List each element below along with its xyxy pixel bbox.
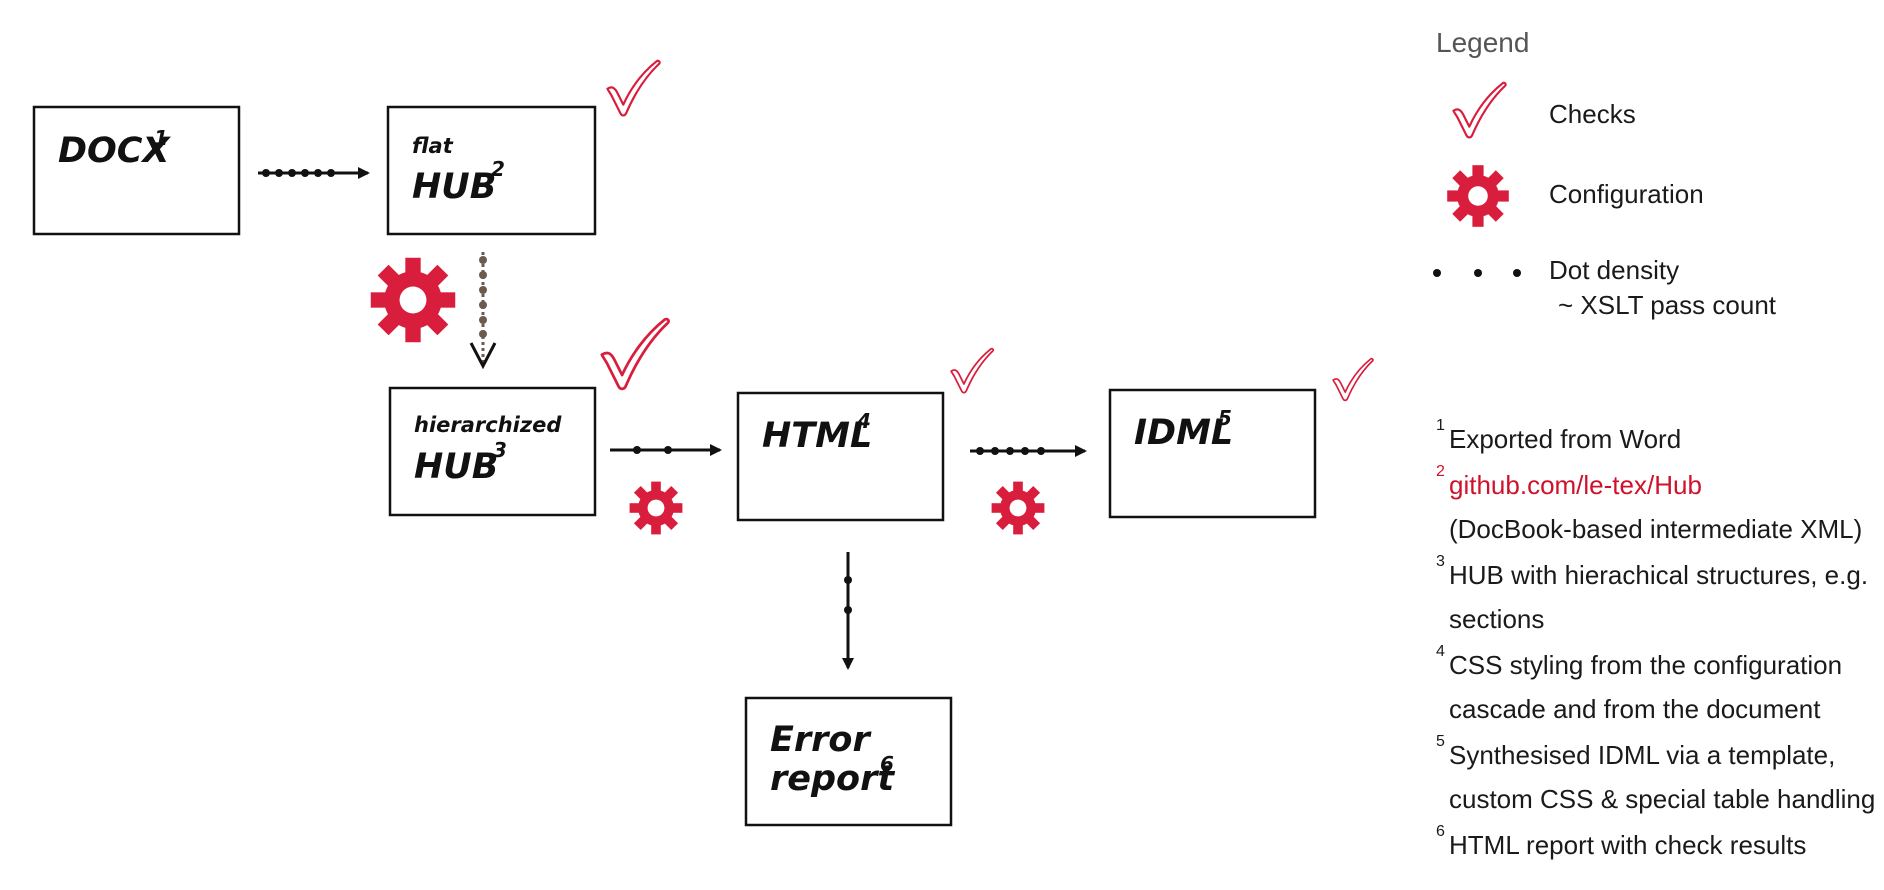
checkmark-icon xyxy=(1452,81,1507,139)
footnote-4-line1: CSS styling from the configuration xyxy=(1449,650,1842,680)
error-report-sup: 6 xyxy=(880,752,894,776)
gear-icon xyxy=(370,257,456,343)
legend-title: Legend xyxy=(1436,27,1529,58)
idml-label: IDML xyxy=(1134,413,1233,453)
footnote-3-num: 3 xyxy=(1436,553,1445,570)
flat-hub-prefix: flat xyxy=(412,134,454,158)
footnote-2-text: (DocBook-based intermediate XML) xyxy=(1449,514,1862,544)
docx-sup: 1 xyxy=(154,126,168,150)
html-node: HTML 4 xyxy=(736,391,945,522)
hier-hub-sup: 3 xyxy=(493,438,507,462)
footnote-1-text: Exported from Word xyxy=(1449,424,1681,454)
docx-node: DOCX 1 xyxy=(32,105,241,236)
hier-hub-prefix: hierarchized xyxy=(414,413,562,437)
dots-icon xyxy=(1433,269,1521,277)
hier-hub-label: HUB xyxy=(414,447,498,487)
gear-icon xyxy=(991,481,1045,535)
arrow-docx-to-flat-hub xyxy=(258,167,370,179)
footnote-1-num: 1 xyxy=(1436,417,1445,434)
footnote-5-num: 5 xyxy=(1436,733,1445,750)
flat-hub-node: flat HUB 2 xyxy=(386,105,597,236)
legend: Legend Checks Configuration Dot density … xyxy=(1433,27,1777,320)
footnote-5-line2: custom CSS & special table handling xyxy=(1449,784,1875,814)
flat-hub-label: HUB xyxy=(412,167,496,207)
checkmark-icon xyxy=(606,59,661,117)
gear-icon xyxy=(1447,165,1509,227)
footnote-3-line1: HUB with hierachical structures, e.g. xyxy=(1449,560,1868,590)
docx-label: DOCX xyxy=(58,131,171,171)
html-label: HTML xyxy=(762,416,872,456)
idml-node: IDML 5 xyxy=(1108,388,1317,519)
checkmark-icon xyxy=(600,317,670,391)
hierarchized-hub-node: hierarchized HUB 3 xyxy=(388,386,597,517)
error-report-line2: report xyxy=(770,759,895,799)
footnote-6-num: 6 xyxy=(1436,823,1445,840)
footnote-3-line2: sections xyxy=(1449,604,1544,634)
flat-hub-sup: 2 xyxy=(491,157,505,181)
legend-item-configuration: Configuration xyxy=(1549,179,1704,209)
legend-item-dot-density: Dot density xyxy=(1549,255,1679,285)
footnote-4-line2: cascade and from the document xyxy=(1449,694,1821,724)
legend-item-checks: Checks xyxy=(1549,99,1636,129)
footnote-4-num: 4 xyxy=(1436,643,1445,660)
footnote-2-link[interactable]: github.com/le-tex/Hub xyxy=(1449,470,1702,500)
footnote-2-num: 2 xyxy=(1436,463,1445,480)
gear-icon xyxy=(629,481,683,535)
arrow-flat-to-hierarchized-hub xyxy=(469,252,497,370)
checkmark-icon xyxy=(1332,357,1374,402)
html-sup: 4 xyxy=(856,409,871,433)
error-report-node: Error report 6 xyxy=(744,696,953,827)
arrow-hierarchized-to-html xyxy=(610,444,722,456)
footnote-5-line1: Synthesised IDML via a template, xyxy=(1449,740,1835,770)
idml-sup: 5 xyxy=(1218,406,1232,430)
footnotes: 1 Exported from Word 2 github.com/le-tex… xyxy=(1436,417,1875,860)
error-report-line1: Error xyxy=(770,720,872,760)
checkmark-icon xyxy=(950,347,995,394)
legend-item-xslt-pass-count: ~ XSLT pass count xyxy=(1558,290,1777,320)
arrow-html-to-error-report xyxy=(842,552,854,670)
footnote-6-text: HTML report with check results xyxy=(1449,830,1806,860)
arrow-html-to-idml xyxy=(970,445,1087,457)
